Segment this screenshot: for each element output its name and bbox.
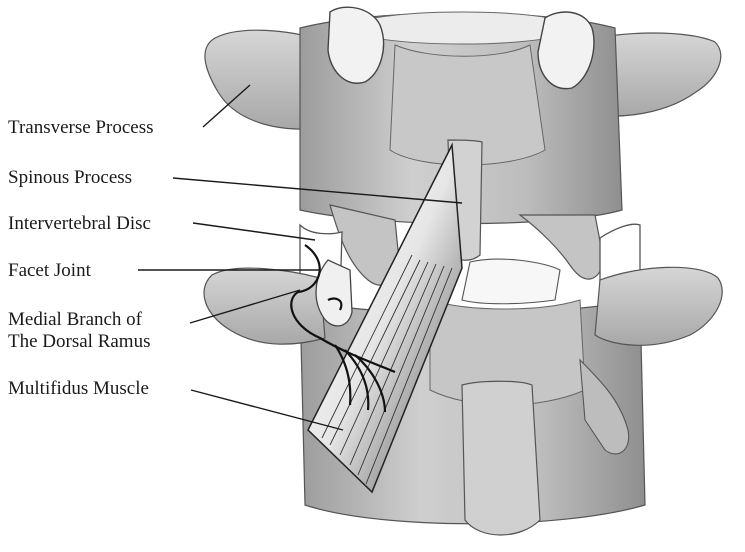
- label-multifidus-muscle: Multifidus Muscle: [8, 378, 149, 399]
- leader-lines: [138, 84, 463, 431]
- upper-left-articular-process: [327, 6, 385, 84]
- muscle-fibers: [321, 254, 453, 485]
- leader-intervertebral-disc: [192, 222, 316, 241]
- leader-multifidus-muscle: [190, 389, 344, 431]
- lower-right-transverse-process: [594, 266, 723, 346]
- leader-spinous-process: [172, 177, 463, 204]
- medial-branch-nerve: [290, 244, 396, 413]
- label-medial-branch-line2: The Dorsal Ramus: [8, 331, 151, 352]
- label-transverse-process: Transverse Process: [8, 117, 154, 138]
- label-medial-branch-line1: Medial Branch of: [8, 309, 143, 330]
- disc-center: [461, 258, 561, 305]
- label-facet-joint: Facet Joint: [8, 260, 91, 281]
- multifidus-muscle-band: [307, 142, 463, 494]
- label-spinous-process: Spinous Process: [8, 167, 133, 188]
- multifidus-muscle: [307, 142, 463, 494]
- lower-spinous-process: [461, 380, 541, 536]
- lower-left-transverse-process: [203, 267, 326, 345]
- leader-medial-branch: [189, 289, 301, 324]
- upper-lamina: [389, 44, 546, 166]
- upper-right-articular-process: [537, 11, 595, 90]
- label-intervertebral-disc: Intervertebral Disc: [8, 213, 151, 234]
- upper-vertebra: [204, 6, 722, 286]
- lower-vertebra: [203, 259, 723, 536]
- leader-transverse-process: [202, 84, 251, 128]
- lower-inferior-facet-right: [579, 358, 630, 455]
- upper-left-transverse-process: [204, 29, 321, 130]
